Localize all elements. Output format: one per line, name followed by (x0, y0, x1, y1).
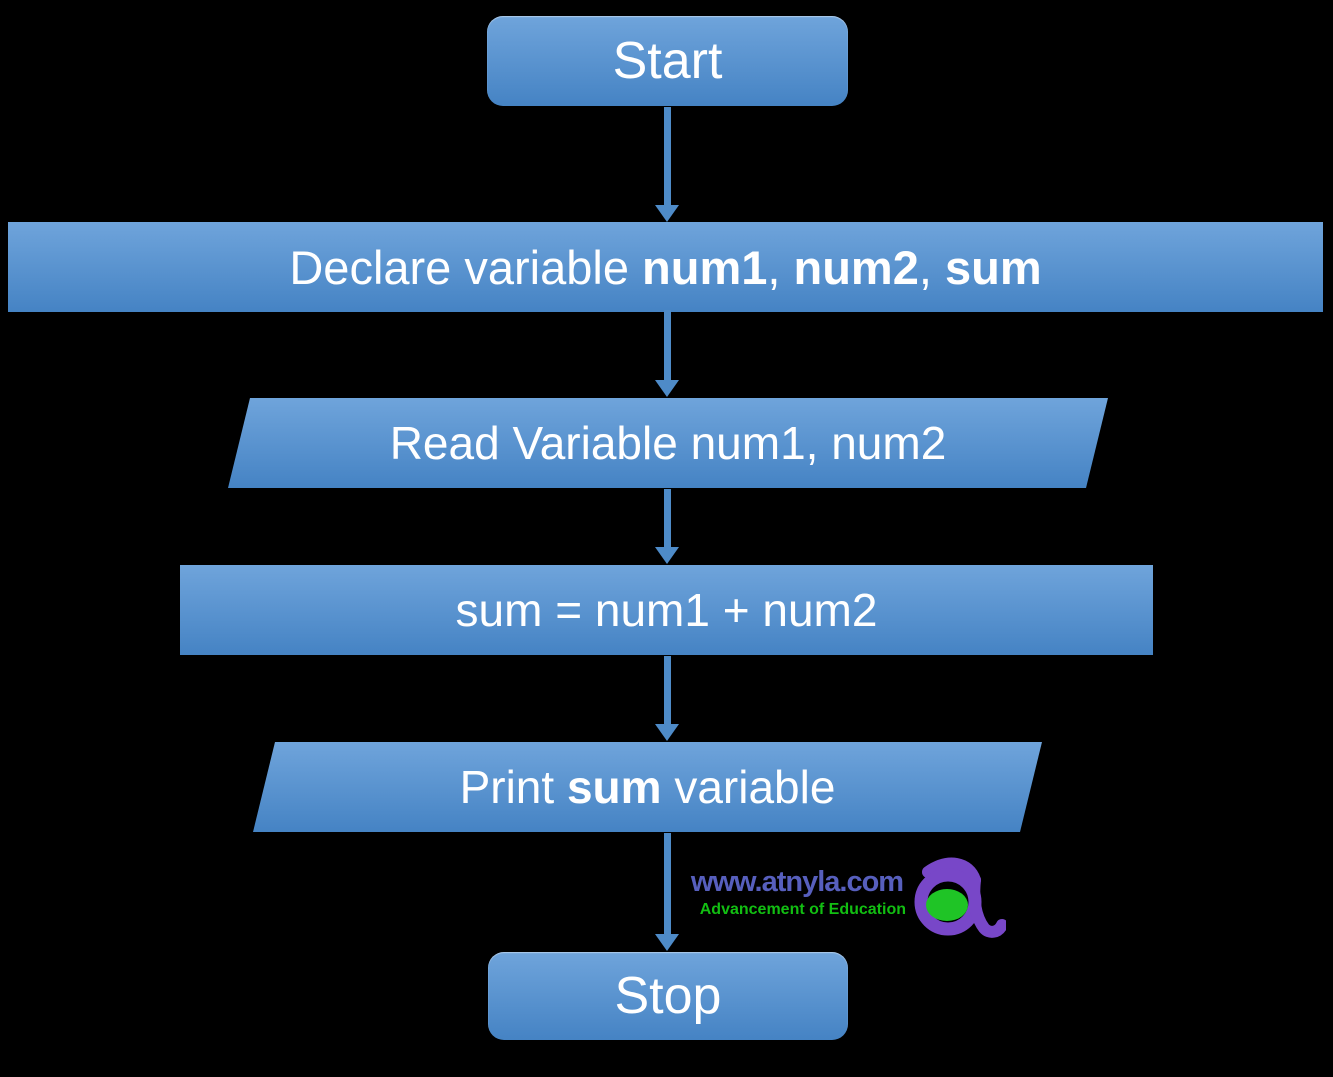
flow-arrow-print-to-stop (655, 833, 679, 951)
print-label: Print sum variable (460, 764, 836, 810)
flow-arrow-read-to-sum (655, 489, 679, 564)
label-segment: sum (945, 240, 1042, 294)
label-segment: num2 (793, 240, 919, 294)
flowchart-node-print: Print sum variable (253, 742, 1042, 832)
arrow-shaft (663, 310, 671, 380)
arrow-shaft (663, 833, 671, 934)
flowchart-node-stop: Stop (488, 952, 848, 1040)
flowchart-node-read: Read Variable num1, num2 (228, 398, 1108, 488)
flow-arrow-declare-to-read (655, 310, 679, 397)
watermark-site-url: www.atnyla.com (690, 866, 904, 898)
arrow-shaft (663, 489, 671, 547)
arrow-head-icon (655, 205, 679, 222)
stop-label: Stop (614, 967, 722, 1025)
flow-arrow-start-to-declare (655, 107, 679, 222)
watermark-tagline: Advancement of Education (699, 901, 906, 918)
label-segment: , (918, 240, 945, 294)
label-segment: variable (661, 761, 836, 813)
atnyla-logo-icon (914, 857, 1006, 938)
arrow-head-icon (655, 724, 679, 741)
flow-arrow-sum-to-print (655, 656, 679, 741)
arrow-shaft (663, 107, 671, 205)
label-segment: num1 (642, 240, 768, 294)
flowchart-node-start: Start (487, 16, 848, 106)
label-segment: Print (459, 761, 567, 813)
watermark-text: www.atnyla.com Advancement of Education (688, 866, 906, 919)
declare-label: Declare variable num1, num2, sum (289, 244, 1041, 291)
sum-label: sum = num1 + num2 (455, 584, 878, 636)
label-segment: Declare variable (289, 240, 643, 294)
label-segment: sum (566, 761, 662, 813)
flowchart-node-declare: Declare variable num1, num2, sum (8, 222, 1323, 312)
read-label: Read Variable num1, num2 (389, 417, 947, 469)
arrow-head-icon (655, 547, 679, 564)
arrow-head-icon (655, 934, 679, 951)
arrow-shaft (663, 656, 671, 724)
start-label: Start (612, 32, 723, 90)
watermark: www.atnyla.com Advancement of Education (688, 857, 1008, 961)
flowchart-node-sum: sum = num1 + num2 (180, 565, 1153, 655)
label-segment: , (767, 240, 794, 294)
arrow-head-icon (655, 380, 679, 397)
